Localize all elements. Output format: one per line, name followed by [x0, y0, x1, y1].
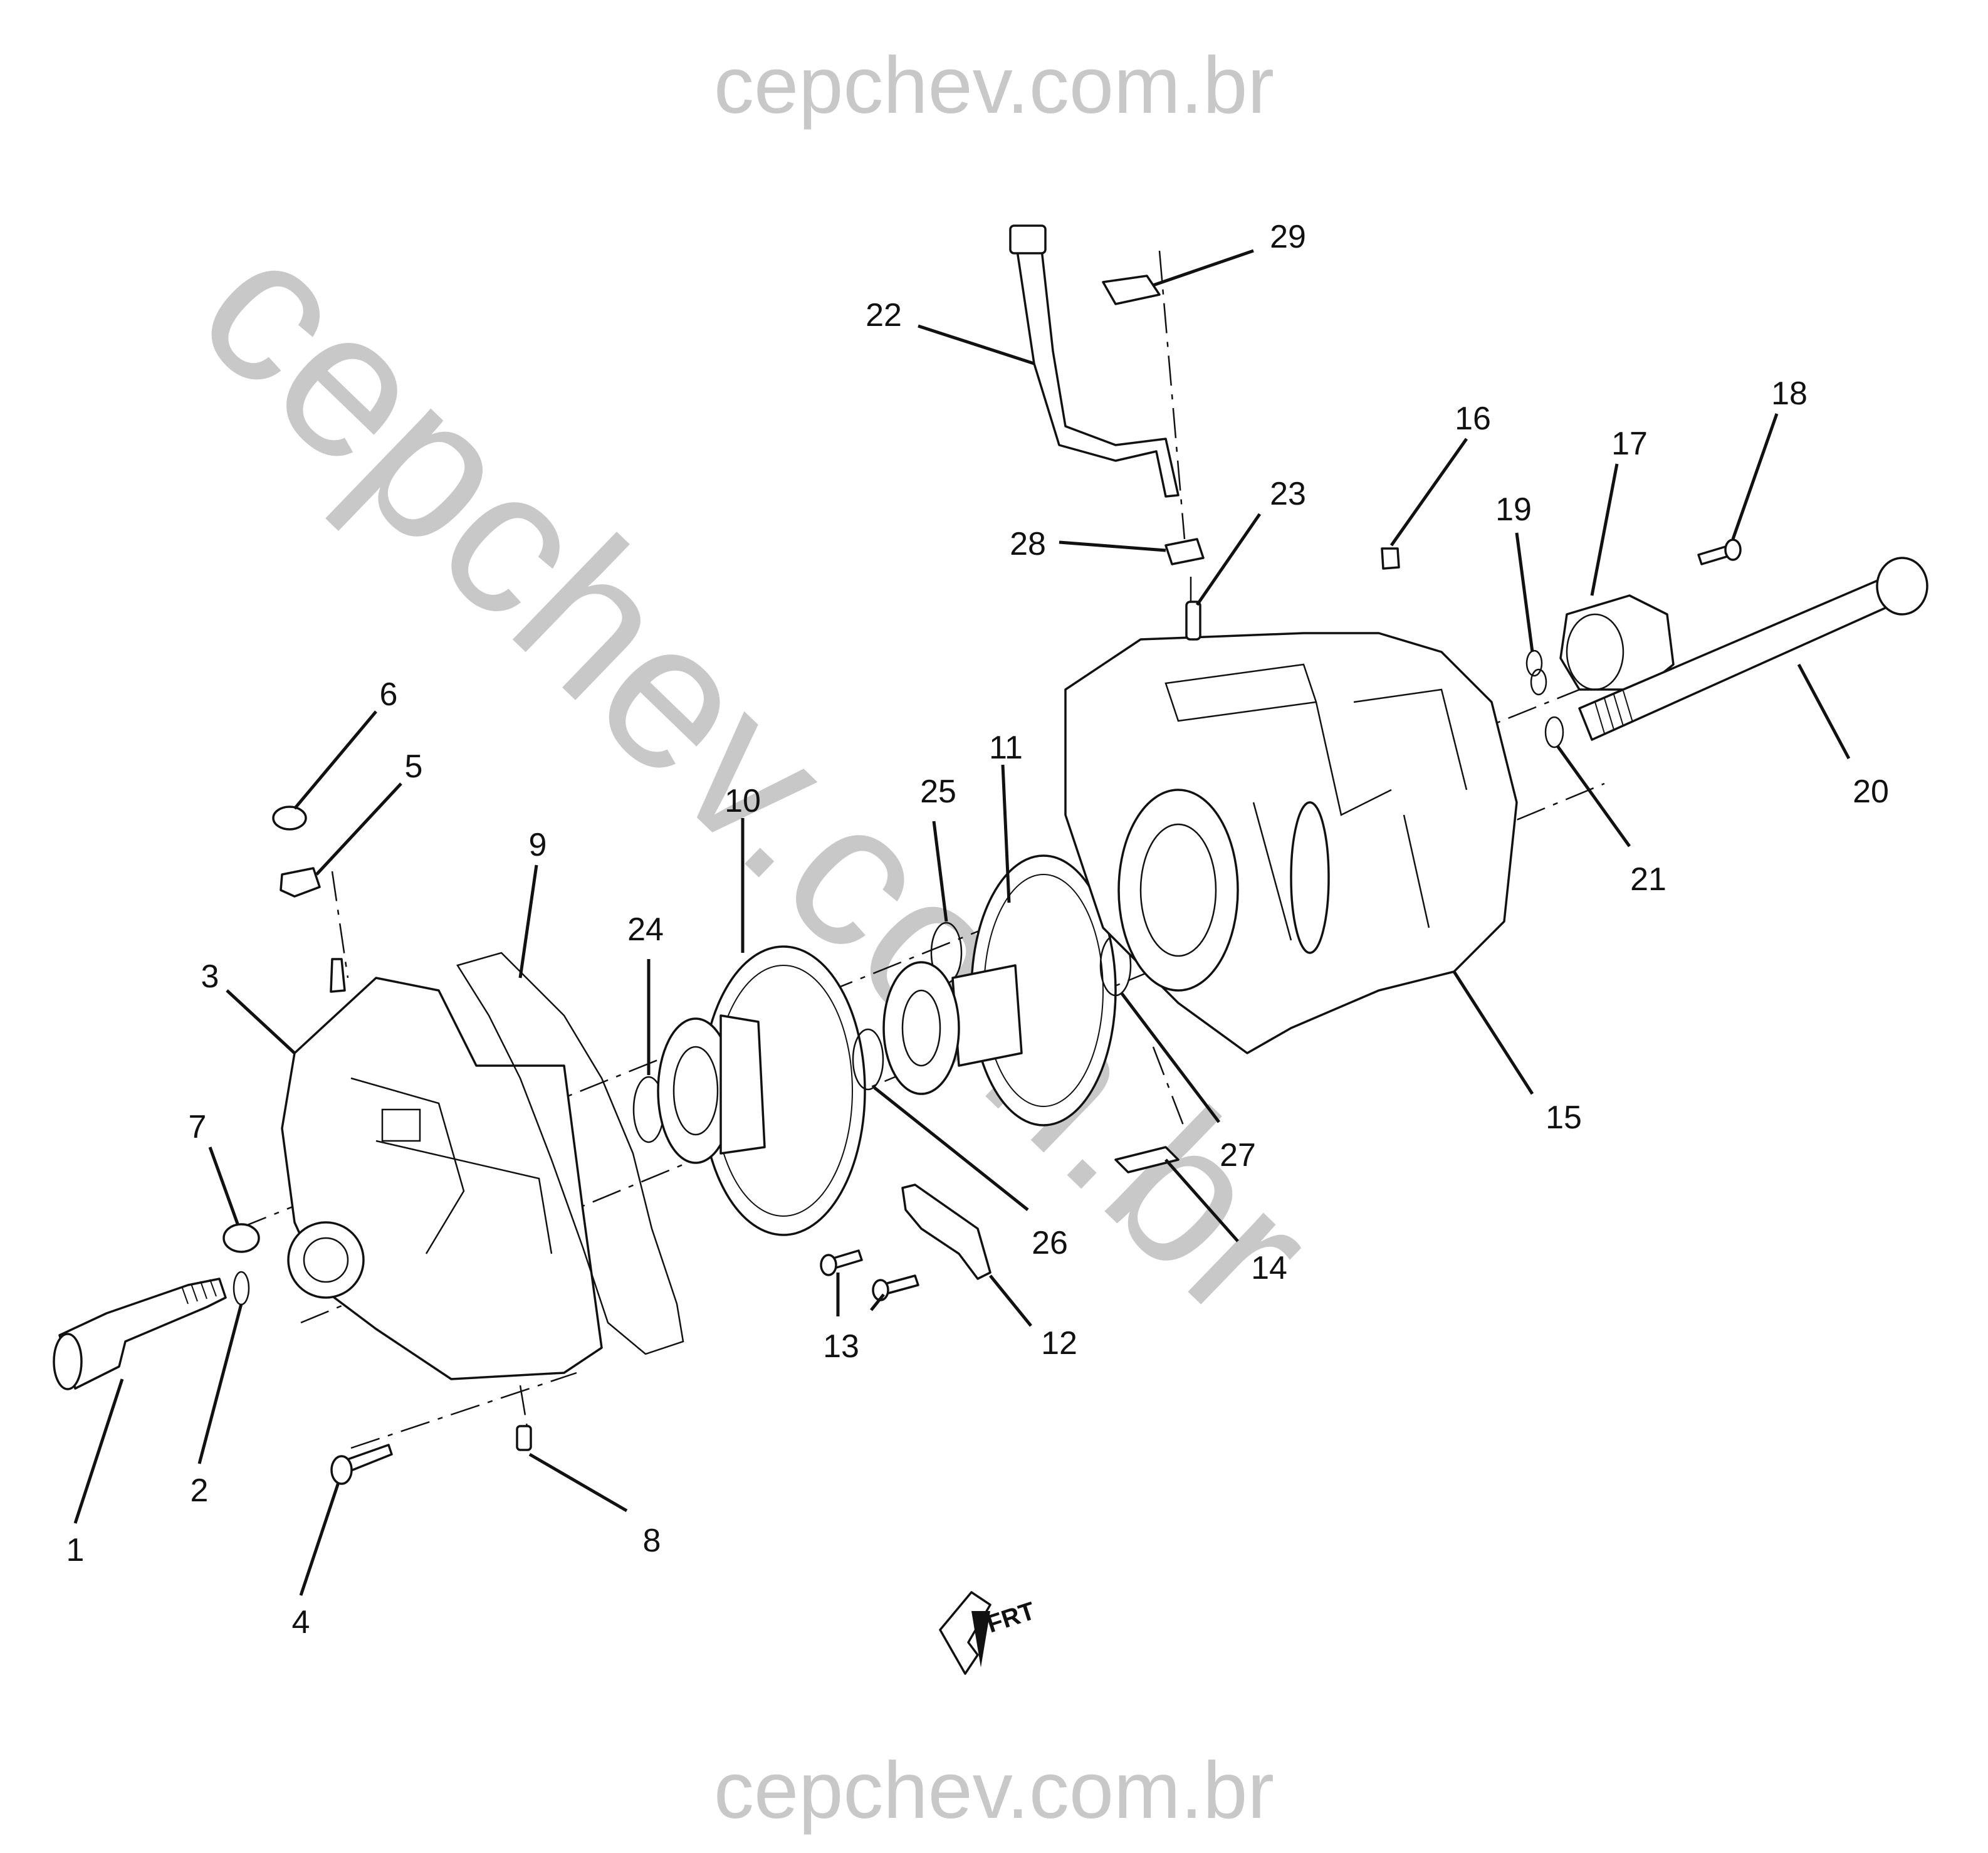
callout-23: 23 [1270, 476, 1306, 512]
callout-7: 7 [189, 1109, 207, 1145]
callout-12: 12 [1041, 1325, 1077, 1362]
callout-29: 29 [1270, 219, 1306, 255]
callout-14: 14 [1251, 1250, 1287, 1286]
callout-22: 22 [866, 297, 902, 333]
part-bolt-18 [1697, 538, 1742, 565]
callout-3: 3 [201, 958, 219, 995]
callout-11: 11 [989, 730, 1023, 766]
callout-21: 21 [1630, 861, 1666, 898]
front-arrow-icon [939, 1591, 991, 1675]
part-nut-6 [272, 806, 307, 831]
watermark-top: cepchev.com.br [714, 41, 1274, 130]
callout-labels: 1 2 3 4 5 6 7 8 9 10 11 12 13 14 15 16 1… [66, 219, 1889, 1640]
callout-13: 13 [823, 1328, 859, 1365]
part-output-shaft [53, 1278, 227, 1390]
callout-25: 25 [920, 774, 956, 810]
part-plug-8 [516, 1425, 532, 1451]
part-clip-29 [1102, 275, 1161, 305]
callout-4: 4 [292, 1604, 310, 1640]
part-snap-ring-26 [852, 1028, 884, 1091]
leader-lines [73, 249, 1851, 1596]
part-connector-23 [1185, 601, 1201, 641]
front-orientation-symbol: FRT [939, 1591, 1038, 1675]
part-driven-gear-11 [882, 854, 1117, 1126]
callout-5: 5 [405, 748, 423, 785]
frt-label: FRT [983, 1597, 1038, 1639]
part-plug-7 [222, 1223, 260, 1253]
callout-1: 1 [66, 1532, 85, 1568]
part-o-rings-19 [1525, 649, 1547, 696]
callout-2: 2 [191, 1472, 209, 1509]
part-snap-ring-21 [1544, 716, 1564, 748]
part-main-case [1064, 632, 1518, 1054]
part-clip-28 [1164, 538, 1205, 565]
callout-18: 18 [1771, 375, 1808, 412]
part-intermediate-shaft-20 [1578, 557, 1928, 741]
callout-20: 20 [1853, 774, 1889, 810]
part-fitting-5 [280, 867, 321, 898]
callout-28: 28 [1010, 526, 1046, 562]
part-vent-tube-22 [1009, 224, 1180, 498]
callout-17: 17 [1611, 426, 1648, 462]
part-bracket-12 [901, 1184, 991, 1280]
part-gasket [456, 952, 684, 1355]
callout-9: 9 [529, 827, 547, 863]
callout-6: 6 [380, 676, 398, 713]
part-bolt-16 [1381, 547, 1400, 570]
part-snap-ring-2 [233, 1271, 250, 1306]
callout-8: 8 [643, 1523, 661, 1559]
part-pad-14 [1114, 1146, 1180, 1173]
part-front-housing [281, 958, 603, 1380]
callout-15: 15 [1546, 1100, 1582, 1136]
callout-10: 10 [725, 783, 761, 819]
watermark-bottom: cepchev.com.br [714, 1746, 1274, 1835]
part-bolts-13 [820, 1249, 919, 1301]
callout-19: 19 [1495, 491, 1532, 528]
callout-16: 16 [1455, 401, 1491, 437]
callout-27: 27 [1220, 1137, 1256, 1173]
part-drive-gear-10 [657, 945, 866, 1236]
callout-24: 24 [627, 911, 664, 948]
callout-26: 26 [1032, 1225, 1068, 1261]
part-bolt-4 [330, 1444, 393, 1485]
